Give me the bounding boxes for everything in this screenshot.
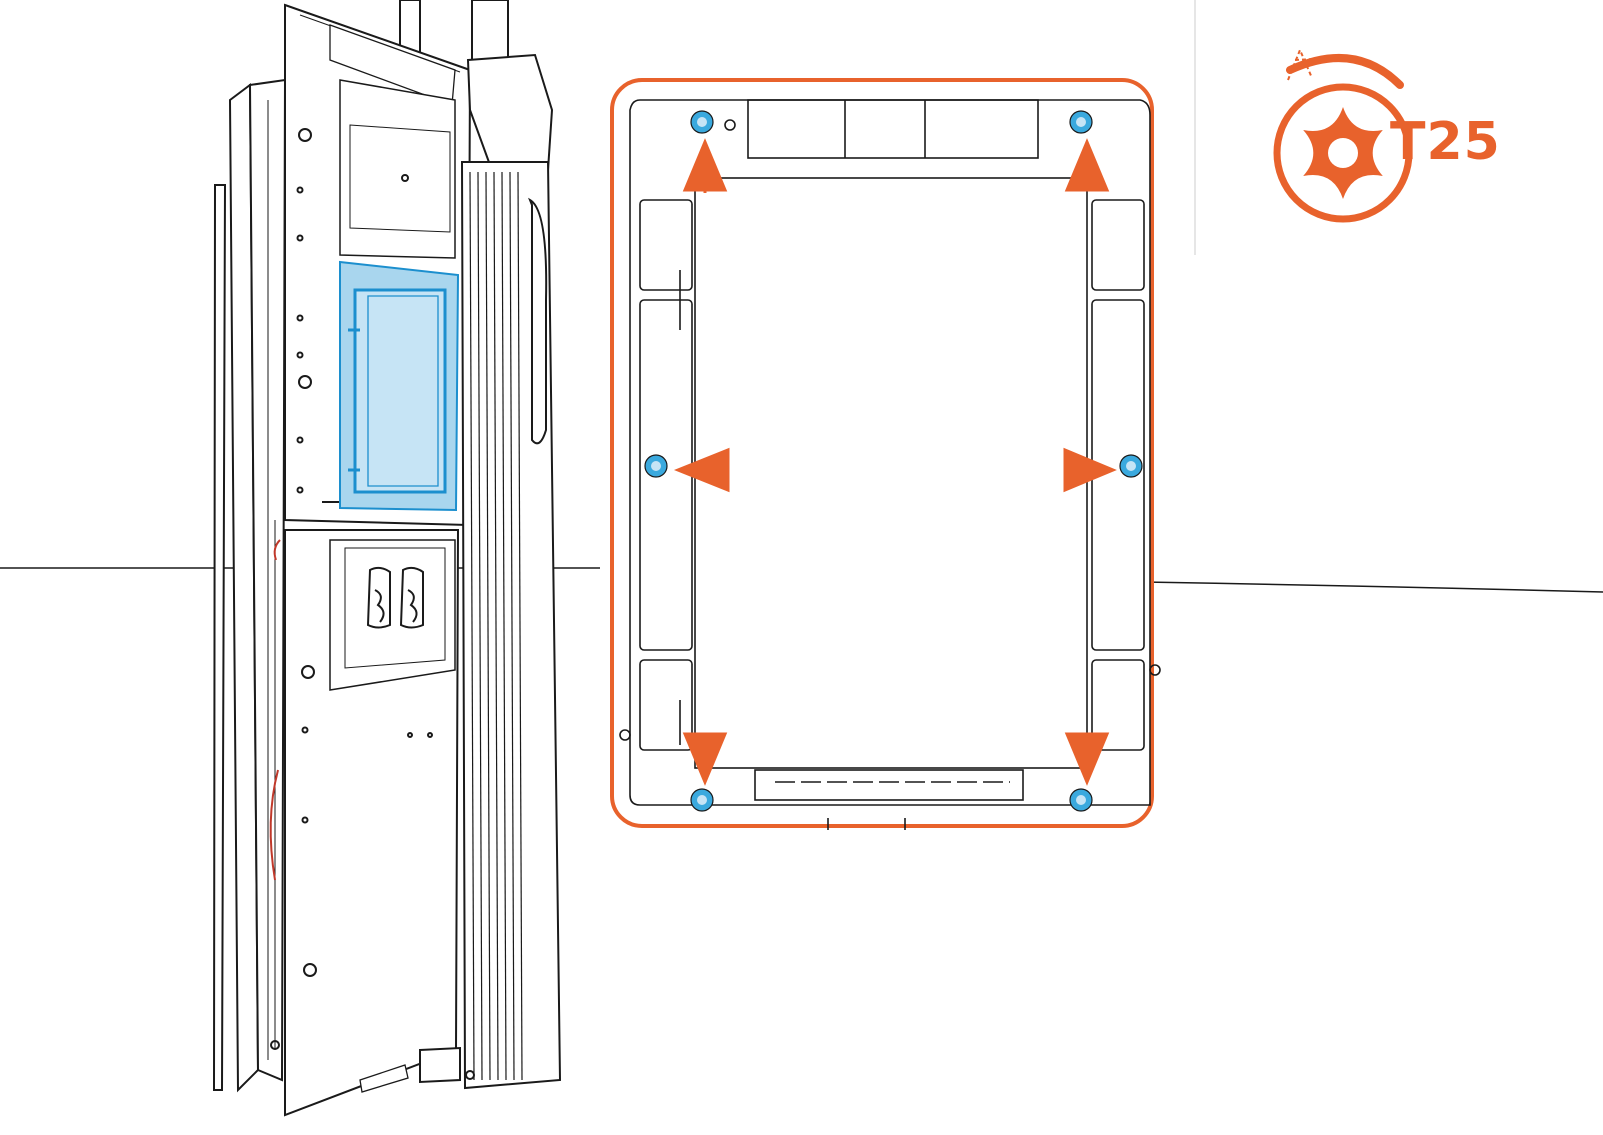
arrow-down-left <box>682 732 728 786</box>
arrow-left <box>673 447 730 493</box>
arrow-up-right <box>1064 138 1110 192</box>
screw-bottom-left <box>690 788 714 812</box>
arrow-up-left <box>682 138 728 193</box>
charging-station-tower <box>212 0 562 1117</box>
arrow-right <box>1063 447 1117 493</box>
screw-bottom-right <box>1069 788 1093 812</box>
screw-middle-left <box>644 454 668 478</box>
tool-badge <box>1273 47 1413 223</box>
pointer-arrows <box>673 138 1117 786</box>
torx-screws <box>644 110 1143 812</box>
screw-top-right <box>1069 110 1093 134</box>
mounting-frame-detail <box>610 78 1161 830</box>
screw-middle-right <box>1119 454 1143 478</box>
screw-top-left <box>690 110 714 134</box>
counterclockwise-rotate-icon <box>1286 47 1404 89</box>
socket-outlets <box>366 566 424 629</box>
highlighted-module <box>339 260 460 512</box>
arrow-down-right <box>1064 732 1110 786</box>
tool-size-label: T25 <box>1390 112 1501 172</box>
torx-bit-icon <box>1273 83 1413 223</box>
